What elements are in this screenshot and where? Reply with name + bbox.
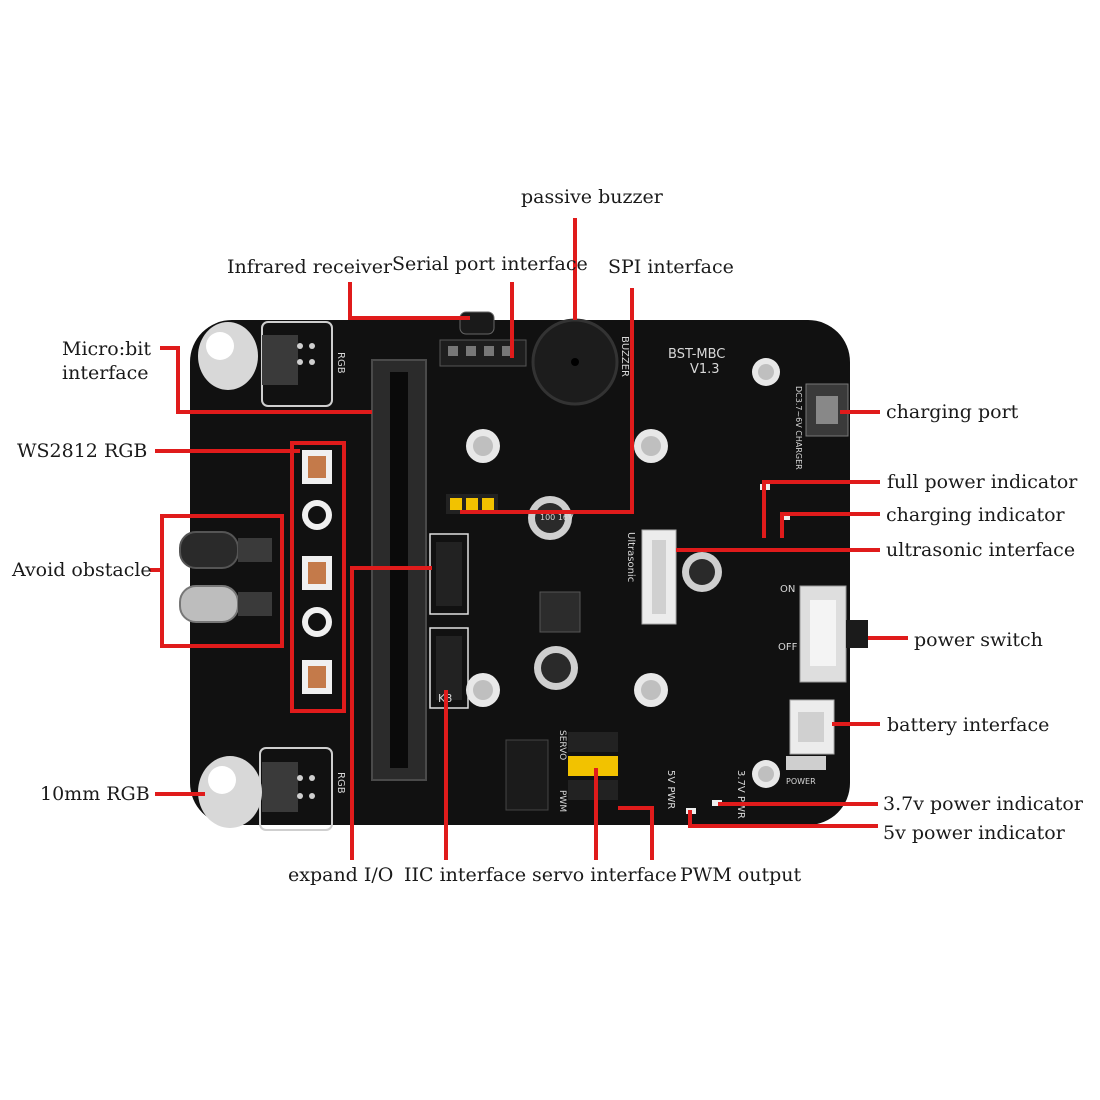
label-pwm-output: PWM output	[680, 864, 802, 886]
leader-infrared	[348, 282, 470, 320]
ws2812-highlight	[290, 441, 346, 713]
label-battery: battery interface	[887, 714, 1050, 736]
label-passive-buzzer: passive buzzer	[521, 186, 663, 208]
silk-charger: DC3.7~6V CHARGER	[794, 386, 803, 470]
leader-spi	[460, 288, 634, 514]
label-charging-port: charging port	[886, 401, 1019, 423]
label-10mm-rgb: 10mm RGB	[40, 783, 150, 805]
silk-buzzer: BUZZER	[619, 336, 630, 377]
silk-rgb-bottom: RGB	[335, 772, 346, 794]
label-ultrasonic: ultrasonic interface	[886, 539, 1076, 561]
silk-5v-pwr: 5V PWR	[665, 770, 676, 809]
leader-microbit	[160, 346, 372, 414]
power-switch	[799, 585, 868, 683]
silk-rgb-top: RGB	[335, 352, 346, 374]
mounting-holes	[466, 358, 780, 788]
silk-pwm: PWM	[557, 790, 567, 812]
label-avoid-obstacle: Avoid obstacle	[12, 559, 152, 581]
leader-5v	[688, 810, 878, 828]
silk-ultrasonic: Ultrasonic	[625, 532, 636, 582]
label-37v-indicator: 3.7v power indicator	[883, 793, 1083, 815]
spi-header	[446, 494, 498, 514]
label-spi: SPI interface	[608, 256, 734, 278]
label-infrared-receiver: Infrared receiver	[227, 256, 393, 278]
rgb-led-bottom	[198, 747, 333, 831]
buzzer	[531, 318, 619, 406]
ws2812-column	[302, 450, 332, 694]
ultrasonic-connector	[641, 529, 677, 625]
ir-obstacle-sensors	[179, 531, 272, 623]
label-ws2812: WS2812 RGB	[17, 440, 148, 462]
expand-io-header	[429, 533, 469, 615]
silk-37v-pwr: 3.7V PWR	[735, 770, 746, 819]
rgb-led-top	[198, 321, 333, 407]
inductor	[539, 591, 581, 633]
silk-model: BST-MBC	[668, 347, 725, 362]
label-iic: IIC interface	[404, 864, 527, 886]
silk-servo: SERVO	[557, 730, 567, 760]
servo-header	[568, 732, 618, 800]
label-5v-indicator: 5v power indicator	[883, 822, 1065, 844]
avoid-highlight	[160, 514, 284, 648]
silk-version: V1.3	[690, 362, 720, 377]
leader-full-power	[762, 480, 880, 538]
iic-header	[429, 627, 469, 709]
ic-chip	[505, 739, 549, 811]
pcb-board	[190, 320, 850, 825]
label-power-switch: power switch	[914, 629, 1043, 651]
silk-on: ON	[780, 584, 795, 595]
label-serial-port: Serial port interface	[392, 253, 588, 275]
label-microbit: Micro:bit interface	[62, 338, 151, 384]
label-expand-io: expand I/O	[288, 864, 394, 886]
leader-expand	[350, 566, 432, 860]
silk-off: OFF	[778, 642, 798, 653]
leader-pwm	[618, 806, 654, 860]
silk-cap: 100 16V	[540, 513, 574, 522]
leader-charging-ind	[780, 512, 880, 538]
label-full-power: full power indicator	[887, 471, 1078, 493]
label-servo: servo interface	[532, 864, 677, 886]
battery-connector	[786, 699, 835, 770]
leader-lines	[150, 218, 908, 860]
silk-power: POWER	[786, 777, 816, 786]
label-charging-indicator: charging indicator	[886, 504, 1065, 526]
